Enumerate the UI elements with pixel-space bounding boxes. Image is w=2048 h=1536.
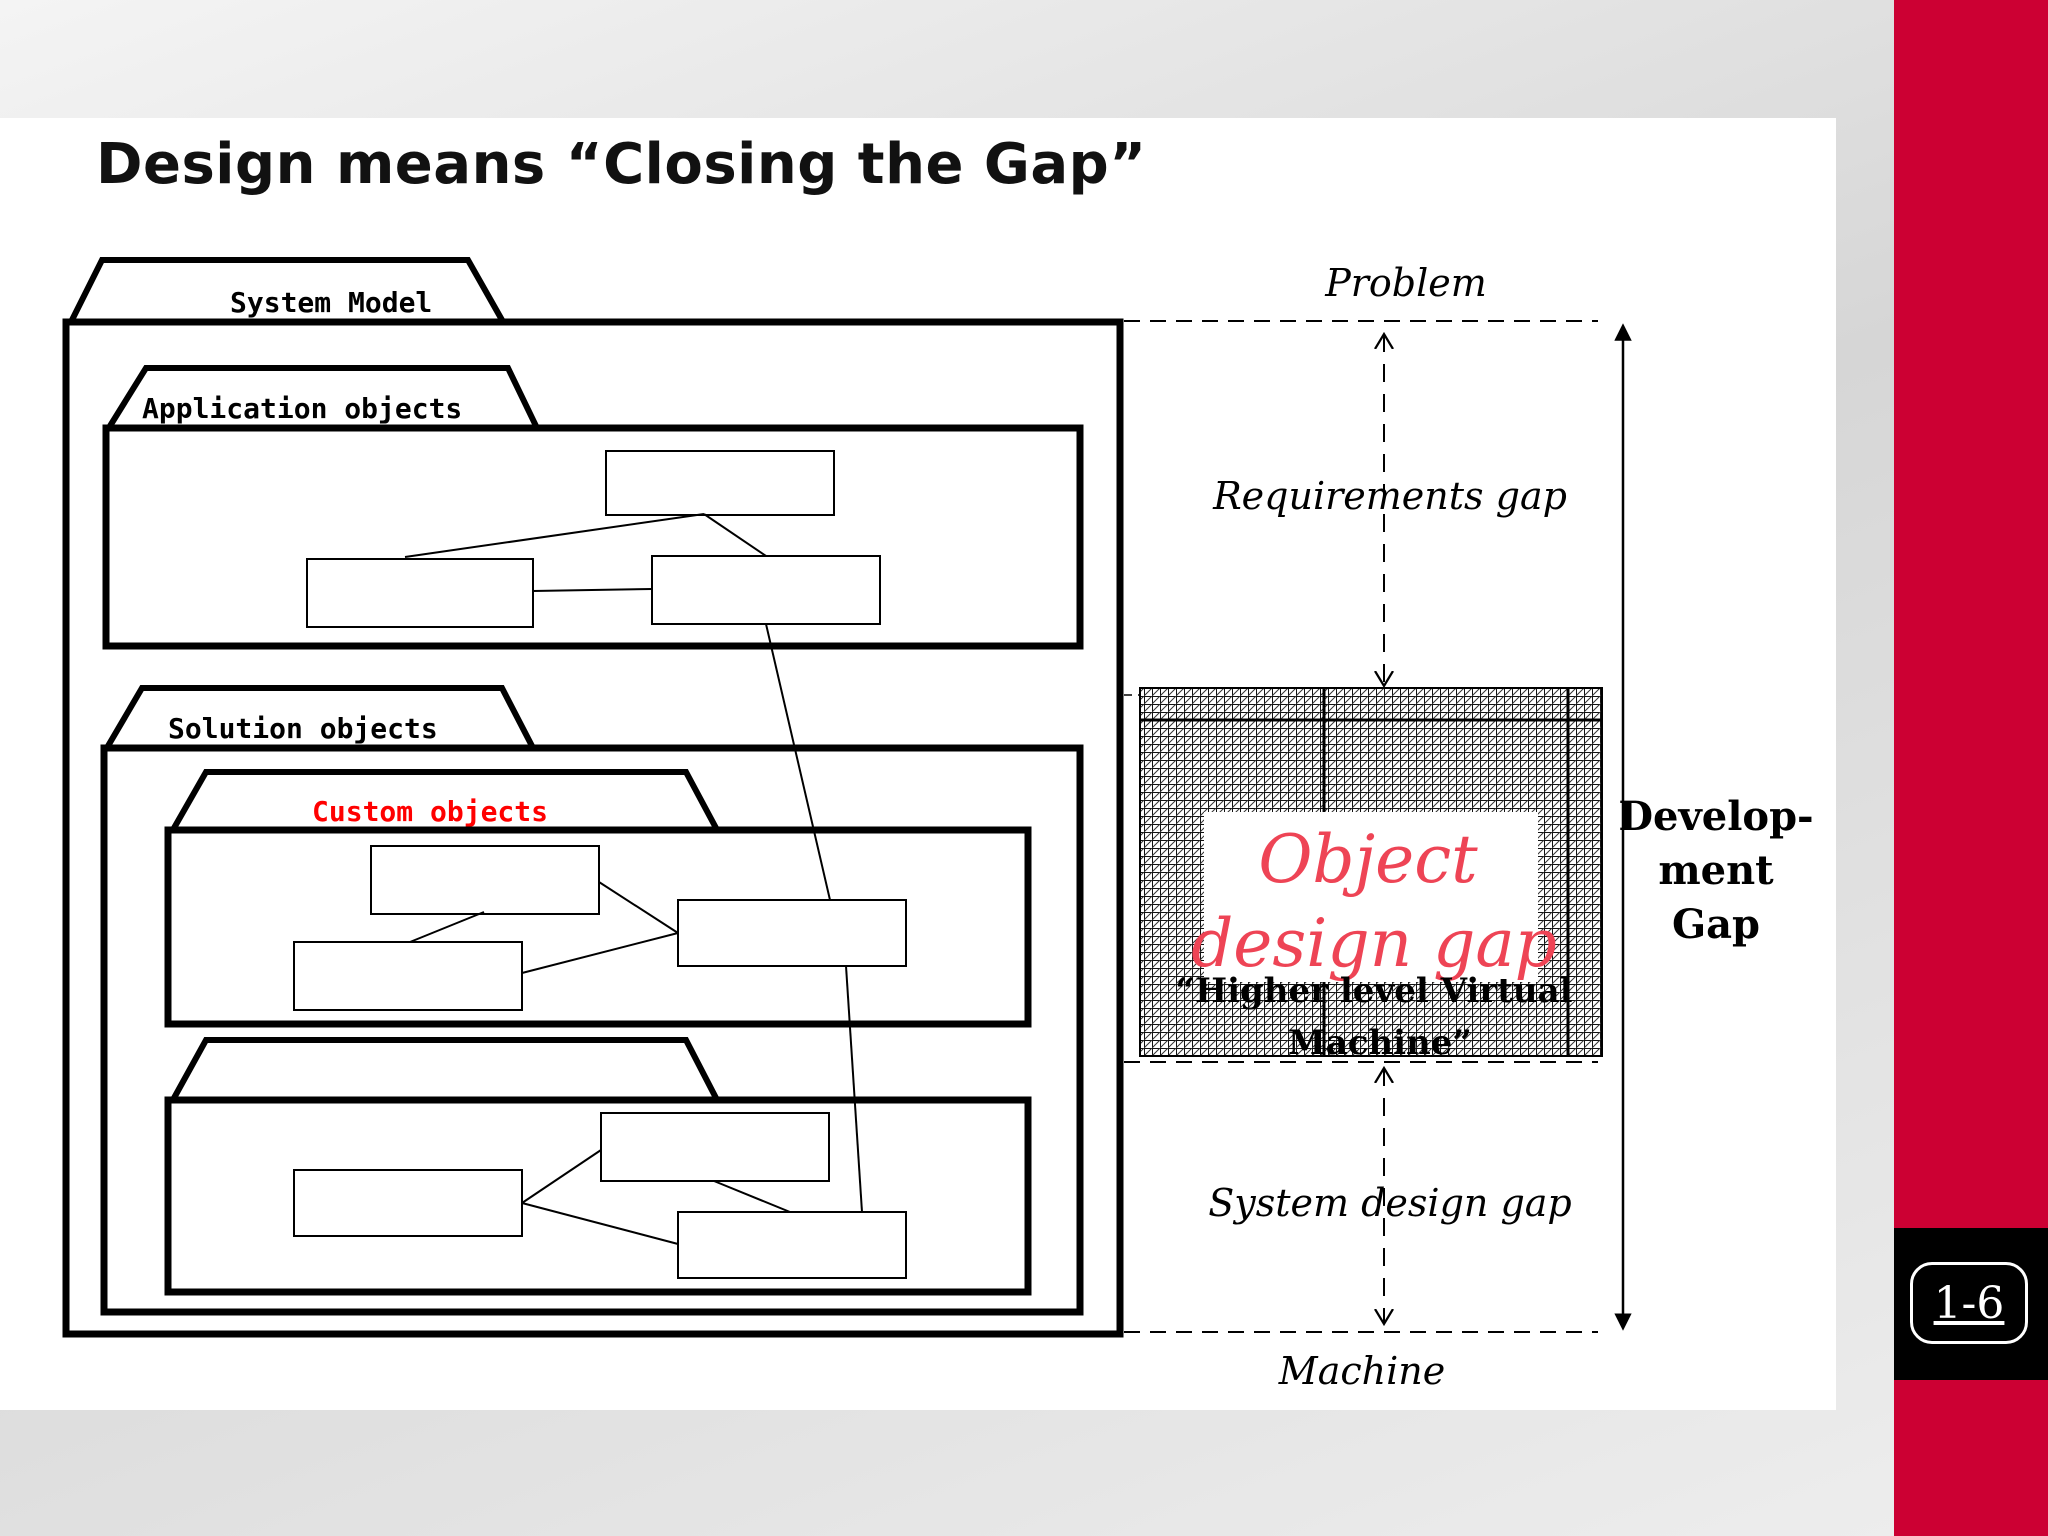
class-box <box>293 941 523 1011</box>
class-box <box>651 555 881 625</box>
requirements-gap-label: Requirements gap <box>1212 474 1567 518</box>
virtual-machine-label-line1: “Higher level Virtual <box>1175 971 1572 1011</box>
object-design-gap-inner <box>1204 812 1538 982</box>
application-objects-box <box>102 424 1084 650</box>
custom-objects-tab <box>171 769 719 830</box>
solution-objects-tab <box>105 685 535 748</box>
off-the-shelf-package <box>164 1037 1032 1296</box>
association-line <box>703 513 767 557</box>
application-objects-package: Application objects <box>102 365 1084 650</box>
system-design-gap-label: System design gap <box>1208 1181 1572 1225</box>
class-box <box>605 450 835 516</box>
association-line <box>598 881 679 934</box>
application-objects-tab <box>107 365 539 428</box>
custom-objects-label: Custom objects <box>312 795 548 828</box>
custom-objects-package: Custom objects <box>164 769 1032 1028</box>
off-the-shelf-tab <box>171 1037 719 1100</box>
class-box <box>370 845 600 915</box>
association-line <box>532 588 653 592</box>
development-gap-label-line2: ment <box>1658 847 1774 894</box>
association-line <box>404 513 705 558</box>
class-box <box>306 558 534 628</box>
class-box <box>600 1112 830 1182</box>
object-design-gap-label-line1: Object <box>1258 821 1478 898</box>
application-objects-label: Application objects <box>142 392 462 425</box>
class-box <box>677 899 907 967</box>
class-box <box>677 1211 907 1279</box>
development-gap-label-line1: Develop- <box>1618 793 1813 840</box>
association-line <box>521 932 679 974</box>
slide-title: Design means “Closing the Gap” <box>96 132 1147 197</box>
system-model-label: System Model <box>230 286 432 319</box>
association-line <box>409 911 485 943</box>
cross-package-link <box>765 623 831 901</box>
object-design-gap-label-line2: design gap <box>1191 905 1557 982</box>
cross-package-link <box>845 965 863 1213</box>
solution-objects-label: Solution objects <box>168 712 438 745</box>
object-design-gap-block <box>1139 687 1603 1057</box>
page-number-box: 1-6 <box>1894 1228 2048 1380</box>
page-number: 1-6 <box>1910 1262 2028 1344</box>
machine-label: Machine <box>1278 1349 1445 1393</box>
class-box <box>293 1169 523 1237</box>
problem-label: Problem <box>1324 261 1487 305</box>
virtual-machine-label-line2: Machine” <box>1288 1023 1472 1063</box>
gap-levels <box>1124 320 1632 1333</box>
system-model-tab <box>69 257 505 322</box>
development-gap-label-line3: Gap <box>1672 901 1760 948</box>
association-line <box>713 1180 791 1213</box>
association-line <box>521 1202 679 1245</box>
association-line <box>521 1149 602 1204</box>
